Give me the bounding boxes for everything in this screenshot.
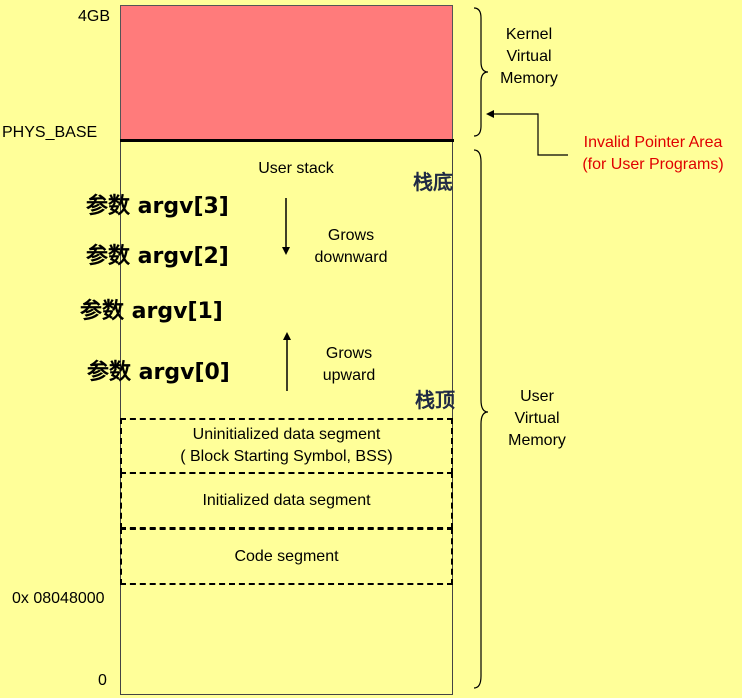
code-segment: Code segment (120, 528, 453, 585)
argv-3-label: 参数 argv[3] (86, 194, 229, 219)
initialized-data-segment-label: Initialized data segment (202, 492, 371, 509)
label-phys-base: PHYS_BASE (2, 124, 98, 141)
user-stack-title: User stack (258, 160, 334, 177)
argv-2-label: 参数 argv[2] (86, 244, 229, 269)
argv-1-label: 参数 argv[1] (80, 299, 223, 324)
grows-upward-label: Grows upward (294, 343, 404, 387)
bss-segment-line-1: Uninitialized data segment (192, 426, 381, 443)
kernel-label-line-3: Memory (500, 70, 558, 87)
invalid-pointer-arrow (486, 110, 568, 156)
argv-0-label: 参数 argv[0] (87, 360, 230, 385)
kernel-virtual-memory-label: Kernel Virtual Memory (480, 24, 578, 90)
grows-downward-line-1: Grows (327, 227, 375, 244)
invalid-pointer-area-label: Invalid Pointer Area (for User Programs) (566, 132, 740, 176)
grows-upward-line-1: Grows (325, 345, 373, 362)
kernel-memory-region (120, 5, 453, 141)
kernel-label-line-2: Virtual (506, 48, 552, 65)
label-4gb: 4GB (77, 8, 110, 25)
stack-top-tag: 栈顶 (415, 388, 455, 412)
grows-upward-line-2: upward (322, 367, 376, 384)
invalid-pointer-line-1: Invalid Pointer Area (583, 134, 723, 151)
user-virtual-memory-label: User Virtual Memory (488, 386, 586, 452)
user-label-line-2: Virtual (514, 410, 560, 427)
invalid-pointer-line-2: (for User Programs) (582, 156, 724, 173)
phys-base-boundary-line (120, 139, 454, 142)
label-code-start-address: 0x 08048000 (12, 590, 105, 607)
grows-downward-line-2: downward (314, 249, 388, 266)
user-label-line-1: User (520, 388, 554, 405)
label-zero: 0 (98, 672, 107, 689)
bss-segment-line-2: ( Block Starting Symbol, BSS) (180, 448, 393, 465)
kernel-memory-brace (473, 7, 489, 137)
grows-downward-label: Grows downward (296, 225, 406, 269)
kernel-label-line-1: Kernel (505, 26, 553, 43)
user-label-line-3: Memory (508, 432, 566, 449)
stack-bottom-tag: 栈底 (413, 170, 453, 194)
user-memory-brace (473, 149, 489, 689)
code-segment-label: Code segment (234, 548, 339, 565)
